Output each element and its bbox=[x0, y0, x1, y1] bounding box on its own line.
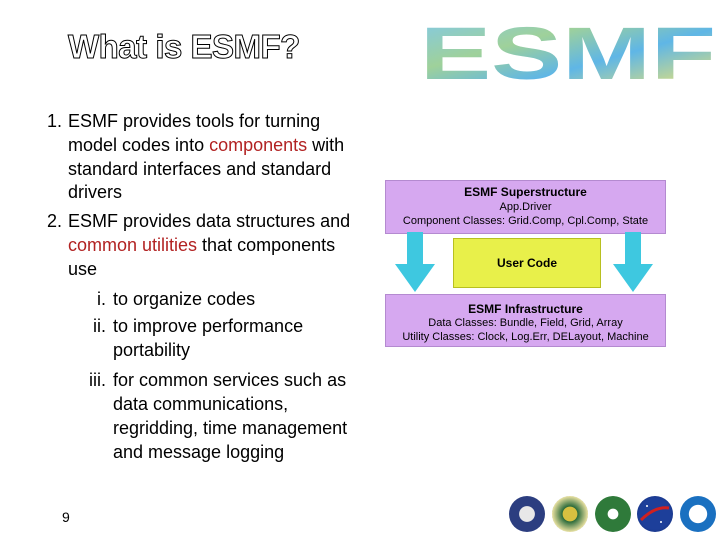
sub-list-line: and message logging bbox=[113, 442, 285, 462]
list-line: use bbox=[68, 259, 98, 279]
highlight-text: components bbox=[209, 135, 308, 155]
list-line: model codes into components with bbox=[68, 135, 345, 155]
superstructure-line: App.Driver bbox=[499, 201, 552, 213]
noaa-seal-icon bbox=[680, 496, 716, 532]
nsf-seal-icon bbox=[552, 496, 588, 532]
sub-list-line: portability bbox=[113, 340, 191, 360]
sub-list-number: i. bbox=[97, 289, 106, 309]
doe-seal-icon bbox=[595, 496, 631, 532]
list-line: common utilities that components bbox=[68, 235, 336, 255]
sub-list-line: regridding, time management bbox=[113, 418, 348, 438]
superstructure-box: ESMF Superstructure App.Driver Component… bbox=[385, 180, 666, 234]
list-line: standard interfaces and standard bbox=[68, 159, 332, 179]
sub-list-line: to organize codes bbox=[113, 289, 256, 309]
dod-seal-icon bbox=[509, 496, 545, 532]
infrastructure-title: ESMF Infrastructure bbox=[468, 302, 583, 316]
infrastructure-line: Utility Classes: Clock, Log.Err, DELayou… bbox=[402, 331, 649, 343]
infrastructure-box: ESMF Infrastructure Data Classes: Bundle… bbox=[385, 294, 666, 347]
sub-list-number: ii. bbox=[93, 316, 106, 336]
list-number: 1. bbox=[46, 111, 62, 131]
slide-title: What is ESMF? bbox=[68, 28, 301, 66]
user-code-title: User Code bbox=[496, 256, 558, 270]
list-number: 2. bbox=[46, 211, 62, 231]
list-line: ESMF provides data structures and bbox=[68, 211, 351, 231]
sub-list-line: data communications, bbox=[113, 394, 289, 414]
agency-seals bbox=[505, 496, 717, 538]
down-arrow-left bbox=[395, 232, 435, 292]
nasa-seal-icon bbox=[637, 496, 673, 532]
infrastructure-line: Data Classes: Bundle, Field, Grid, Array bbox=[428, 317, 623, 329]
esmf-logo: ESMF bbox=[420, 22, 716, 84]
sub-list-line: to improve performance bbox=[113, 316, 304, 336]
highlight-text: common utilities bbox=[68, 235, 198, 255]
esmf-architecture-diagram: ESMF Superstructure App.Driver Component… bbox=[385, 180, 666, 347]
sub-list-line: for common services such as bbox=[113, 370, 347, 390]
user-code-box: User Code bbox=[453, 238, 601, 288]
superstructure-line: Component Classes: Grid.Comp, Cpl.Comp, … bbox=[402, 215, 649, 227]
down-arrow-right bbox=[613, 232, 653, 292]
sub-list-number: iii. bbox=[89, 370, 106, 390]
page-number: 9 bbox=[62, 509, 70, 525]
svg-text:ESMF: ESMF bbox=[420, 22, 716, 84]
list-line: drivers bbox=[68, 182, 123, 202]
list-line: ESMF provides tools for turning bbox=[68, 111, 321, 131]
superstructure-title: ESMF Superstructure bbox=[464, 185, 587, 199]
